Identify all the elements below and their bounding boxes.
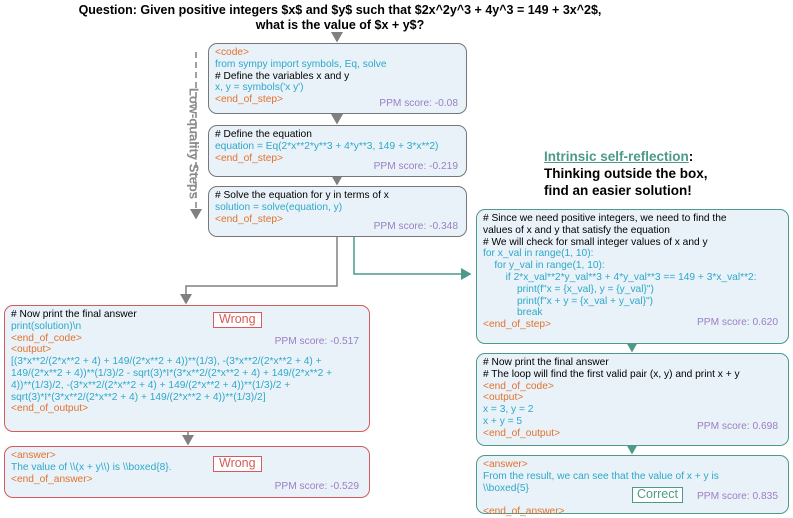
code-line: break	[483, 307, 543, 319]
code-line: <end_of_step>	[483, 319, 551, 331]
ppm-score: PPM score: 0.698	[697, 421, 778, 433]
arrow-step3-wrong	[180, 237, 338, 305]
low-quality-steps-label: Low-quality Steps	[186, 87, 202, 200]
code-line: if 2*x_val**2*y_val**3 + 4*y_val**3 == 1…	[483, 271, 757, 283]
right-answer-box: <answer>From the result, we can see that…	[476, 455, 789, 517]
code-line: \\boxed{5}	[483, 482, 529, 494]
ppm-score: PPM score: -0.348	[373, 221, 458, 233]
wrong-badge: Wrong	[213, 312, 262, 328]
question: Question: Given positive integers $x$ an…	[60, 3, 620, 33]
right-answer-lines: <answer>From the result, we can see that…	[483, 459, 782, 518]
code-line: print(f"x + y = {x_val + y_val}")	[483, 295, 654, 307]
self-reflection-line-2: Thinking outside the box,	[544, 166, 708, 181]
right-step-box-1: # Since we need positive integers, we ne…	[476, 209, 789, 344]
step-box-3: # Solve the equation for y in terms of x…	[208, 186, 467, 237]
self-reflection-title: Intrinsic self-reflection	[544, 149, 689, 164]
question-line-1: Question: Given positive integers $x$ an…	[78, 3, 602, 17]
code-line: <end_of_answer>	[483, 506, 565, 518]
self-reflection-caption: Intrinsic self-reflection: Thinking outs…	[544, 148, 793, 199]
self-reflection-colon: :	[688, 149, 694, 164]
code-line: <end_of_code>	[483, 380, 554, 392]
wrong-badge: Wrong	[213, 456, 262, 472]
code-line: <end_of_step>	[215, 94, 283, 106]
ppm-score: PPM score: -0.08	[379, 98, 458, 110]
code-line: The value of \\(x + y\\) is \\boxed{8}.	[11, 461, 172, 473]
code-line: 149/(2*x**2 + 4))**(1/3)/2 - sqrt(3)*I*(…	[11, 367, 333, 379]
code-line: for y_val in range(1, 10):	[483, 260, 605, 272]
code-line: # Define the equation	[215, 129, 312, 140]
ppm-score: PPM score: -0.529	[274, 481, 359, 493]
code-line: x, y = symbols('x y')	[215, 82, 304, 94]
code-line: solution = solve(equation, y)	[215, 201, 343, 213]
code-line: <output>	[11, 344, 52, 356]
code-line: # The loop will find the first valid pai…	[483, 368, 740, 380]
code-line: <output>	[483, 392, 524, 404]
step-box-3-lines: # Solve the equation for y in terms of x…	[215, 190, 460, 225]
wrong-answer-lines: <answer>The value of \\(x + y\\) is \\bo…	[11, 450, 363, 485]
arrow-step3-right	[353, 237, 472, 280]
code-line: # We will check for small integer values…	[483, 236, 708, 248]
step-box-1: <code>from sympy import symbols, Eq, sol…	[208, 43, 467, 114]
code-line: equation = Eq(2*x**2*y**3 + 4*y**3, 149 …	[215, 140, 439, 152]
code-line: <end_of_step>	[215, 152, 283, 164]
right-step-2-lines: # Now print the final answer# The loop w…	[483, 357, 782, 440]
self-reflection-line-3: find an easier solution!	[544, 183, 692, 198]
code-line: for x_val in range(1, 10):	[483, 248, 594, 260]
code-line: <end_of_code>	[11, 332, 82, 344]
code-line: 4))**(1/3)/2, -(3*x**2/(2*x**2 + 4) + 14…	[11, 379, 291, 391]
code-line: # Define the variables x and y	[215, 70, 350, 82]
wrong-answer-box: <answer>The value of \\(x + y\\) is \\bo…	[4, 446, 370, 498]
code-line: # Now print the final answer	[11, 309, 137, 320]
code-line: x = 3, y = 2	[483, 404, 534, 416]
code-line: <answer>	[11, 450, 56, 461]
code-line: # Now print the final answer	[483, 357, 609, 368]
right-step-box-2: # Now print the final answer# The loop w…	[476, 353, 789, 446]
code-line: print(solution)\n	[11, 320, 82, 332]
code-line: values of x and y that satisfy the equat…	[483, 224, 670, 236]
right-step-1-lines: # Since we need positive integers, we ne…	[483, 213, 782, 331]
code-line: From the result, we can see that the val…	[483, 470, 719, 482]
code-line: <end_of_output>	[483, 427, 561, 439]
code-line: <end_of_answer>	[11, 473, 93, 485]
code-line: x + y = 5	[483, 415, 523, 427]
code-line: sqrt(3)*I*(3*x**2/(2*x**2 + 4) + 149/(2*…	[11, 391, 266, 403]
code-line: from sympy import symbols, Eq, solve	[215, 58, 387, 70]
ppm-score: PPM score: 0.620	[697, 317, 778, 329]
ppm-score: PPM score: -0.219	[373, 161, 458, 173]
code-line: print(f"x = {x_val}, y = {y_val}")	[483, 283, 654, 295]
code-line: <answer>	[483, 459, 528, 470]
code-line: # Solve the equation for y in terms of x	[215, 190, 389, 201]
question-line-2: what is the value of $x + y$?	[255, 18, 425, 32]
code-line: <code>	[215, 47, 249, 58]
code-line: <end_of_step>	[215, 213, 283, 225]
ppm-score: PPM score: -0.517	[274, 336, 359, 347]
ppm-score: PPM score: 0.835	[697, 491, 778, 502]
step-box-1-lines: <code>from sympy import symbols, Eq, sol…	[215, 47, 460, 106]
code-line: [(3*x**2/(2*x**2 + 4) + 149/(2*x**2 + 4)…	[11, 356, 322, 368]
code-line: <end_of_output>	[11, 403, 89, 415]
code-line: # Since we need positive integers, we ne…	[483, 213, 727, 224]
correct-badge: Correct	[632, 487, 683, 503]
